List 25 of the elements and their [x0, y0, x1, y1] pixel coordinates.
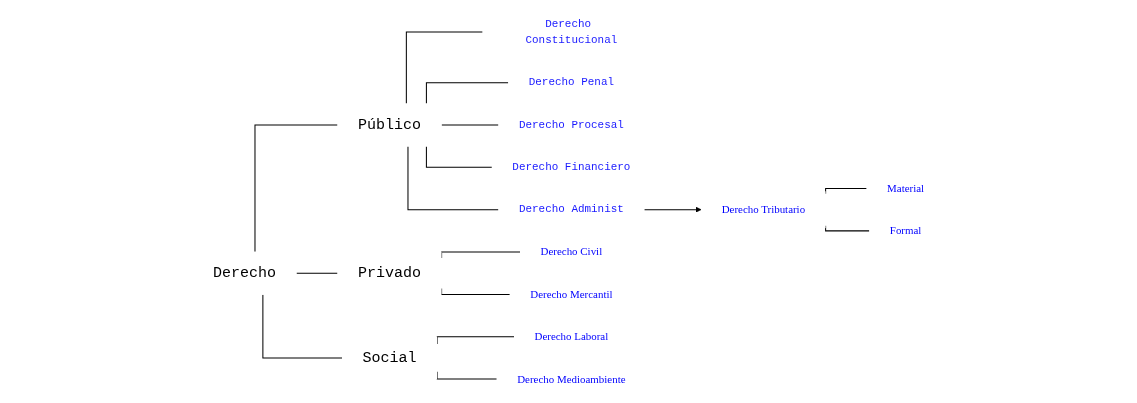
node-text: Derecho Tributario	[721, 203, 806, 216]
node-text: Derecho Financiero	[512, 161, 631, 174]
arrow	[643, 206, 702, 213]
connector	[405, 31, 484, 104]
node-text: Derecho Laboral	[534, 330, 609, 343]
node-text: Derecho Civil	[540, 245, 603, 258]
node-text: Privado	[357, 264, 422, 282]
connector	[825, 225, 870, 232]
node-text: Material	[887, 182, 925, 194]
node-text: Derecho Penal	[528, 76, 615, 89]
node-text: Derecho Medioambiente	[517, 372, 626, 385]
node-text: Derecho Constitucional	[525, 17, 618, 47]
connector	[425, 146, 493, 168]
node-text: Derecho Procesal	[518, 118, 624, 132]
node-text: Público	[357, 116, 422, 134]
node-text: Derecho Administ	[518, 203, 624, 216]
connector	[254, 124, 338, 253]
node-text: Derecho	[212, 264, 277, 282]
connector	[262, 294, 343, 359]
node-text: Derecho Mercantil	[530, 288, 613, 300]
connector	[425, 82, 509, 104]
connector	[296, 272, 338, 274]
node-text: Formal	[889, 224, 922, 237]
connector	[407, 146, 499, 211]
node-text: Social	[362, 349, 417, 367]
